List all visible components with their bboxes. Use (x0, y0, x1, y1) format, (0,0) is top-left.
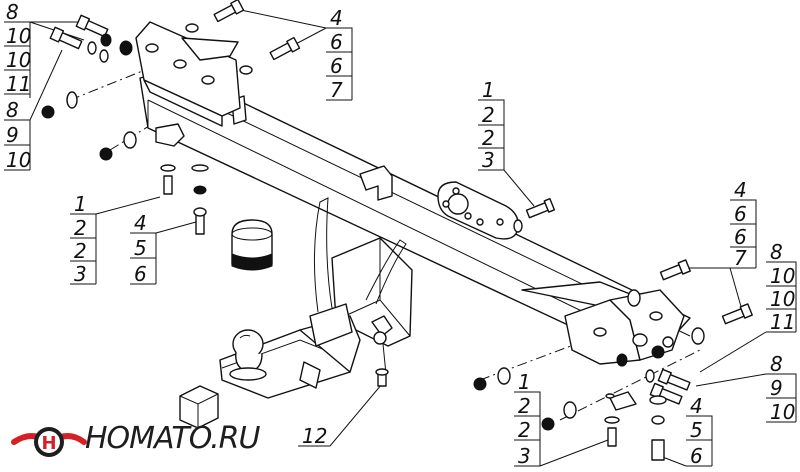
callout-numbers: 8 10 10 11 8 9 10 4 6 6 7 1 2 2 3 1 2 2 … (6, 0, 795, 468)
callout-label: 4 (134, 211, 147, 235)
receiver-plug (179, 385, 219, 429)
callout-label: 3 (74, 262, 87, 286)
callout-label: 4 (330, 6, 343, 30)
callout-label: 1 (74, 192, 87, 216)
callout-label: 8 (770, 240, 783, 264)
callout-label: 9 (6, 123, 19, 147)
hitch-receiver (219, 197, 413, 399)
callout-label: 5 (134, 236, 147, 260)
callout-label: 6 (734, 225, 747, 249)
callout-label: 2 (482, 126, 495, 150)
callout-label: 2 (482, 103, 495, 127)
logo-emblem-icon: H (11, 427, 87, 457)
callout-label: 2 (518, 394, 531, 418)
callout-label: 8 (770, 352, 783, 376)
logo-wordmark: HOMATO.RU (85, 421, 260, 456)
homato-logo: H (11, 427, 87, 457)
tow-ball (229, 329, 267, 381)
left-mount-bracket (135, 21, 241, 147)
mounting-plate (437, 181, 519, 240)
callout-label: 1 (518, 370, 531, 394)
callout-label: 10 (770, 400, 795, 424)
callout-label: 10 (6, 24, 31, 48)
callout-label: 11 (770, 310, 795, 334)
callout-label: 10 (770, 264, 795, 288)
callout-label: 6 (134, 262, 147, 286)
callout-label: 2 (74, 239, 87, 263)
callout-label: 6 (690, 444, 703, 468)
callout-label: 11 (6, 72, 31, 96)
callout-label: 10 (6, 48, 31, 72)
fasteners (41, 0, 753, 461)
callout-label: 6 (330, 54, 343, 78)
callout-label: 2 (74, 216, 87, 240)
callout-label: 9 (770, 376, 783, 400)
callout-label: 6 (734, 202, 747, 226)
callout-label: 3 (518, 444, 531, 468)
right-mount-bracket (521, 281, 685, 365)
callout-label: 7 (330, 78, 343, 102)
callout-label: 4 (690, 394, 703, 418)
callout-label: 8 (6, 98, 19, 122)
callout-label: 12 (302, 424, 327, 448)
callout-label: 4 (734, 178, 747, 202)
svg-text:H: H (41, 433, 56, 454)
callout-label: 1 (482, 78, 495, 102)
callout-leaders (4, 8, 797, 467)
ball-cover (231, 219, 273, 271)
callout-label: 10 (770, 287, 795, 311)
callout-label: 6 (330, 30, 343, 54)
callout-label: 8 (6, 0, 19, 24)
callout-label: 3 (482, 148, 495, 172)
callout-label: 7 (734, 246, 747, 270)
callout-label: 2 (518, 418, 531, 442)
callout-label: 10 (6, 148, 31, 172)
callout-label: 5 (690, 418, 703, 442)
